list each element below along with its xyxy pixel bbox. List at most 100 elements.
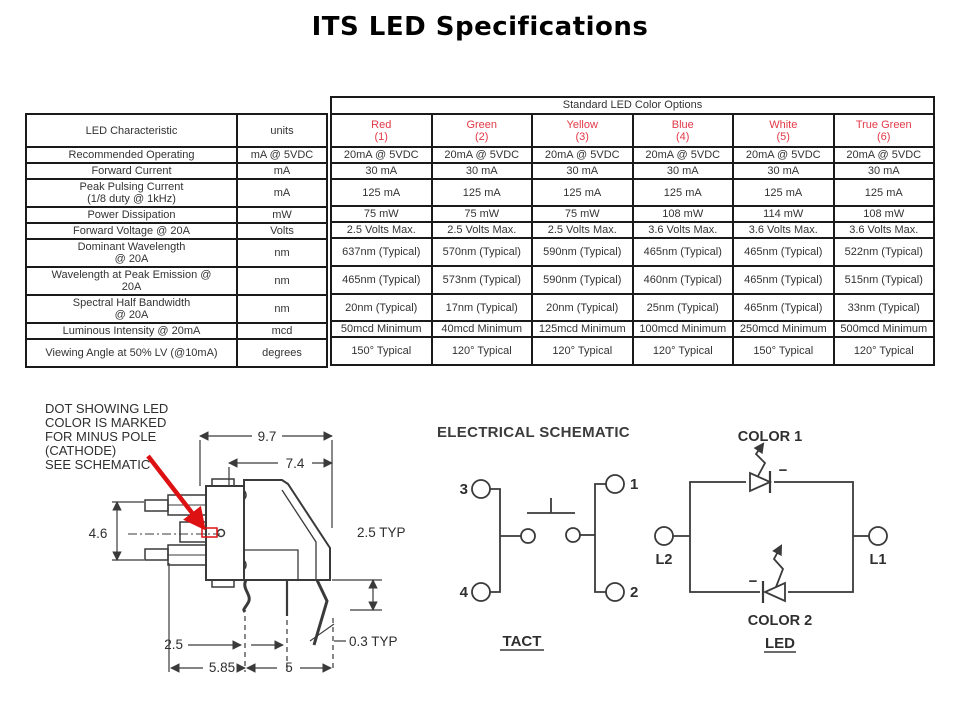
color-header-row: Red(1)Green(2)Yellow(3)Blue(4)White(5)Tr… [330, 113, 935, 148]
value-cell: 120° Typical [631, 336, 734, 366]
cathode-note: DOT SHOWING LED COLOR IS MARKED FOR MINU… [45, 401, 168, 472]
switch-pins [242, 579, 335, 646]
color-values-table: Red(1)Green(2)Yellow(3)Blue(4)White(5)Tr… [330, 113, 935, 366]
units-cell: nm [236, 266, 328, 296]
led-wiring [654, 481, 888, 593]
column-header-color: True Green(6) [832, 113, 935, 148]
value-cell: 3.6 Volts Max. [631, 221, 734, 239]
dimension-4-6 [112, 501, 144, 561]
svg-text:DOT SHOWING LED: DOT SHOWING LED [45, 401, 168, 416]
value-cell: 75 mW [330, 205, 433, 223]
value-cell: 108 mW [631, 205, 734, 223]
value-cell: 2.5 Volts Max. [531, 221, 634, 239]
characteristic-cell: Forward Current [25, 162, 238, 180]
value-cell: 590nm (Typical) [531, 265, 634, 295]
units-cell: mW [236, 206, 328, 224]
value-cell: 20mA @ 5VDC [531, 146, 634, 164]
dimension-9-7 [199, 431, 333, 528]
light-arrow [753, 442, 767, 477]
characteristic-cell: Recommended Operating [25, 146, 238, 164]
minus-mark-color2: − [749, 573, 758, 590]
l1-label: L1 [870, 552, 887, 568]
value-cell: 120° Typical [430, 336, 533, 366]
tact-schematic: 3 4 1 2 TACT [460, 474, 638, 651]
value-cell: 120° Typical [832, 336, 935, 366]
value-cell: 250mcd Minimum [732, 320, 835, 338]
characteristic-cell: Wavelength at Peak Emission @20A [25, 266, 238, 296]
value-cell: 465nm (Typical) [732, 265, 835, 295]
dim-label-5: 5 [285, 660, 293, 675]
value-cell: 50mcd Minimum [330, 320, 433, 338]
value-cell: 150° Typical [732, 336, 835, 366]
value-cell: 522nm (Typical) [832, 237, 935, 267]
svg-text:FOR MINUS POLE: FOR MINUS POLE [45, 429, 157, 444]
table-row: 2.5 Volts Max.2.5 Volts Max.2.5 Volts Ma… [330, 221, 935, 239]
dim-label-9-7: 9.7 [258, 429, 277, 444]
value-cell: 33nm (Typical) [832, 293, 935, 322]
value-cell: 465nm (Typical) [732, 237, 835, 267]
value-cell: 125 mA [531, 178, 634, 207]
value-cell: 30 mA [330, 162, 433, 180]
column-header-led-characteristic: LED Characteristic [25, 113, 238, 148]
led-bezel [128, 494, 220, 566]
value-cell: 2.5 Volts Max. [430, 221, 533, 239]
table-row: Peak Pulsing Current(1/8 duty @ 1kHz)mA [25, 178, 328, 208]
value-cell: 2.5 Volts Max. [330, 221, 433, 239]
value-cell: 75 mW [430, 205, 533, 223]
units-cell: nm [236, 294, 328, 324]
dim-label-0-3-typ: 0.3 TYP [349, 634, 398, 649]
value-cell: 590nm (Typical) [531, 237, 634, 267]
value-cell: 3.6 Volts Max. [732, 221, 835, 239]
dimension-2-5-typ [332, 579, 382, 611]
color1-label: COLOR 1 [738, 429, 802, 445]
value-cell: 30 mA [430, 162, 533, 180]
led-label: LED [765, 635, 795, 652]
schematic-title: ELECTRICAL SCHEMATIC [437, 424, 630, 441]
value-cell: 125 mA [631, 178, 734, 207]
dim-label-5-85: 5.85 [209, 660, 235, 675]
value-cell: 25nm (Typical) [631, 293, 734, 322]
red-callout-arrow [146, 454, 206, 531]
characteristic-cell: Spectral Half Bandwidth@ 20A [25, 294, 238, 324]
characteristic-cell: Luminous Intensity @ 20mA [25, 322, 238, 340]
value-cell: 75 mW [531, 205, 634, 223]
value-cell: 570nm (Typical) [430, 237, 533, 267]
value-cell: 30 mA [531, 162, 634, 180]
terminal-2-label: 2 [630, 584, 638, 601]
contact-right-circle [565, 527, 581, 543]
terminal-1-circle [605, 474, 625, 494]
value-cell: 465nm (Typical) [330, 265, 433, 295]
terminal-3-label: 3 [460, 481, 468, 498]
value-cell: 460nm (Typical) [631, 265, 734, 295]
value-cell: 20mA @ 5VDC [832, 146, 935, 164]
units-cell: mA [236, 162, 328, 180]
characteristic-cell: Dominant Wavelength@ 20A [25, 238, 238, 268]
value-cell: 20nm (Typical) [531, 293, 634, 322]
value-cell: 20mA @ 5VDC [430, 146, 533, 164]
value-cell: 150° Typical [330, 336, 433, 366]
svg-text:SEE SCHEMATIC: SEE SCHEMATIC [45, 457, 150, 472]
bottom-dimensions [168, 563, 334, 673]
terminal-2-circle [605, 582, 625, 602]
dim-label-4-6: 4.6 [89, 526, 108, 541]
value-cell: 108 mW [832, 205, 935, 223]
table-row: Viewing Angle at 50% LV (@10mA)degrees [25, 338, 328, 368]
value-cell: 465nm (Typical) [631, 237, 734, 267]
value-cell: 100mcd Minimum [631, 320, 734, 338]
units-cell: mA [236, 178, 328, 208]
column-header-color: Blue(4) [631, 113, 734, 148]
value-cell: 17nm (Typical) [430, 293, 533, 322]
contact-left-circle [520, 528, 536, 544]
value-cell: 20mA @ 5VDC [330, 146, 433, 164]
characteristic-cell: Viewing Angle at 50% LV (@10mA) [25, 338, 238, 368]
dim-label-2-5: 2.5 [164, 637, 183, 652]
column-header-units: units [236, 113, 328, 148]
units-cell: nm [236, 238, 328, 268]
